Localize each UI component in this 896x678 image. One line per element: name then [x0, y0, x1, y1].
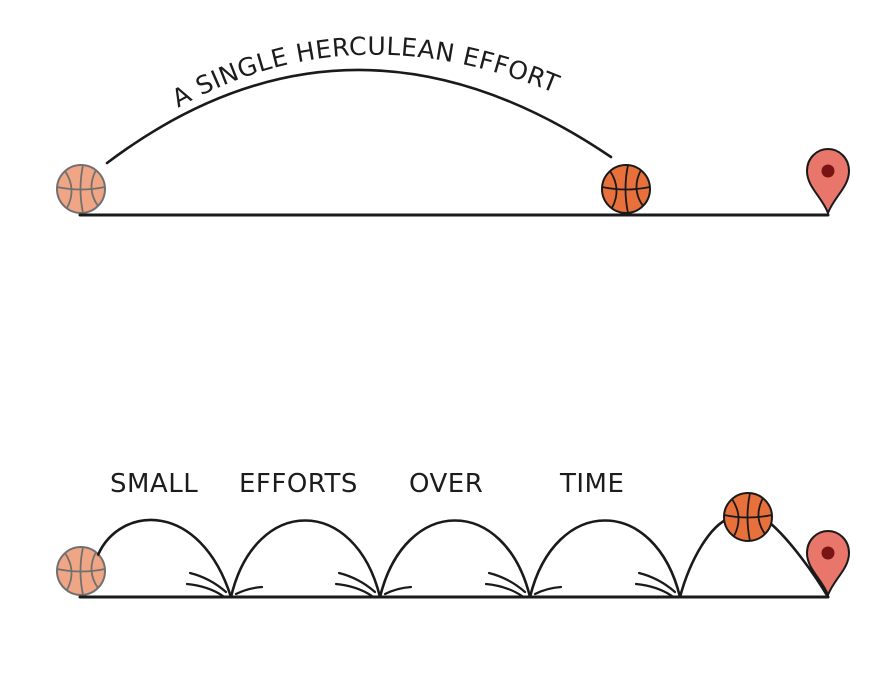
word-small: SMALL	[110, 469, 198, 499]
top-arc-label: A SINGLE HERCULEAN EFFORT	[167, 32, 564, 114]
hop-arc-3	[378, 519, 532, 599]
map-pin-icon	[805, 147, 851, 216]
basketball-icon	[723, 492, 773, 542]
impact-marks-1	[185, 571, 264, 598]
map-pin-icon	[805, 529, 851, 598]
word-time: TIME	[559, 469, 624, 499]
basketball-icon	[56, 164, 106, 214]
hop-arc-1	[96, 518, 233, 599]
impact-marks-3	[484, 571, 563, 598]
hop-arc-5-fall	[768, 521, 830, 599]
top-arc-label-path: A SINGLE HERCULEAN EFFORT	[167, 32, 563, 114]
basketball-icon	[56, 546, 106, 596]
word-over: OVER	[409, 469, 483, 499]
hop-arc-2	[229, 519, 382, 599]
top-panel: A SINGLE HERCULEAN EFFORT	[56, 32, 851, 217]
word-efforts: EFFORTS	[239, 469, 358, 499]
top-trajectory-arc	[105, 68, 613, 165]
hop-arc-4	[528, 519, 682, 599]
bottom-panel: SMALL EFFORTS OVER TIME	[56, 469, 851, 599]
impact-marks-2	[334, 571, 413, 598]
basketball-icon	[601, 164, 651, 214]
impact-marks-4	[634, 571, 677, 598]
hop-arc-5-rise	[678, 516, 732, 599]
